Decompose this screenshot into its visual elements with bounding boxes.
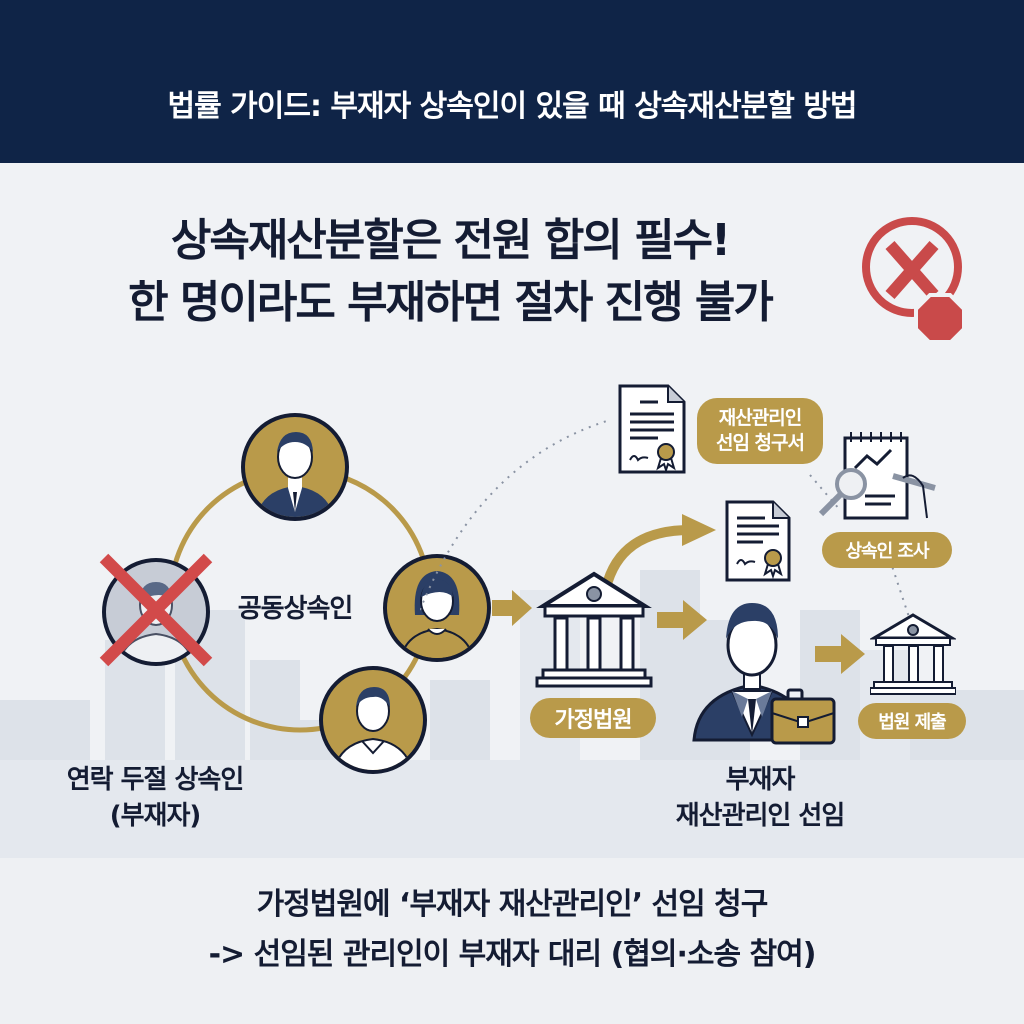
headline: 상속재산분할은 전원 합의 필수! 한 명이라도 부재하면 절차 진행 불가 [40, 210, 860, 334]
heir-avatar-man-shirt [319, 666, 427, 774]
arrow-right-icon [492, 590, 532, 626]
co-heirs-label: 공동상속인 [237, 594, 354, 624]
absent-heir-avatar [99, 553, 213, 667]
heir-avatar-woman [383, 554, 491, 662]
absent-heir-label: 연락 두절 상속인 (부재자) [10, 762, 300, 834]
heir-avatar-man-suit [241, 413, 349, 521]
absent-heir-label-line-2: (부재자) [109, 801, 202, 831]
prohibited-stop-icon [862, 217, 966, 340]
summary-band [0, 858, 1024, 1024]
arrow-right-icon [657, 600, 707, 640]
family-court-label: 가정법원 [530, 698, 656, 738]
appointment-document-icon [725, 500, 791, 582]
summary-text: 가정법원에 ‘부재자 재산관리인’ 선임 청구 -> 선임된 관리인이 부재자 … [0, 880, 1024, 980]
arrow-right-icon [815, 634, 865, 674]
property-manager-icon [692, 603, 836, 745]
manager-label-line-2: 재산관리인 선임 [675, 801, 846, 831]
investigation-label: 상속인 조사 [822, 532, 952, 568]
petition-document-icon [618, 384, 686, 474]
dotted-connector [420, 419, 911, 620]
page-title: 법률 가이드: 부재자 상속인이 있을 때 상속재산분할 방법 [167, 89, 858, 124]
court-submission-label: 법원 제출 [858, 703, 966, 739]
summary-line-1: 가정법원에 ‘부재자 재산관리인’ 선임 청구 [256, 887, 769, 922]
petition-label: 재산관리인 선임 청구서 [697, 398, 823, 464]
header-banner: 법률 가이드: 부재자 상속인이 있을 때 상속재산분할 방법 [0, 0, 1024, 163]
investigation-icon [818, 432, 936, 520]
headline-line-2: 한 명이라도 부재하면 절차 진행 불가 [128, 277, 774, 328]
absent-heir-label-line-1: 연락 두절 상속인 [66, 765, 245, 795]
petition-label-line-1: 재산관리인 [718, 407, 802, 429]
petition-label-line-2: 선임 청구서 [715, 432, 805, 454]
manager-label-line-1: 부재자 [725, 765, 796, 795]
court-submission-icon [870, 613, 956, 695]
headline-line-1: 상속재산분할은 전원 합의 필수! [170, 215, 731, 266]
summary-line-2: -> 선임된 관리인이 부재자 대리 (협의·소송 참여) [208, 937, 817, 972]
family-court-icon [535, 571, 653, 688]
manager-appointment-label: 부재자 재산관리인 선임 [620, 762, 900, 834]
curved-arrow-icon [601, 514, 716, 590]
